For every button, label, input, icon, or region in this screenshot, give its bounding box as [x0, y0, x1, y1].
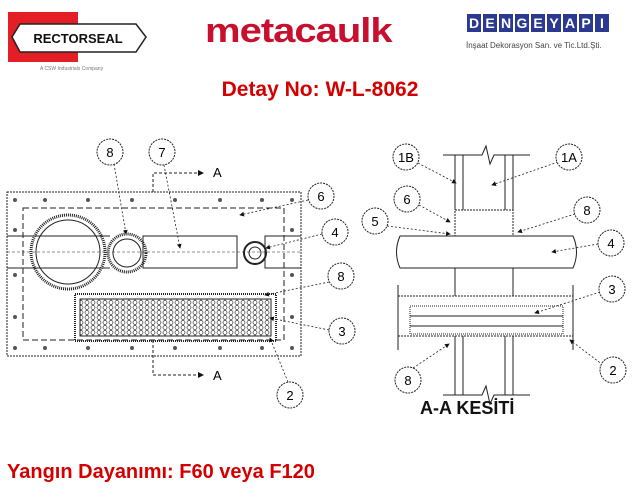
- logo-letter: P: [579, 14, 593, 32]
- callout-3: 3: [608, 282, 615, 297]
- logo-letter: E: [531, 14, 545, 32]
- rectorseal-tagline: A CSW Industrials Company: [40, 66, 104, 72]
- metacaulk-logo: metacaulk: [205, 12, 393, 50]
- section-mark-a-bottom: A: [213, 368, 222, 383]
- fire-rating: Yangın Dayanımı: F60 veya F120: [7, 461, 315, 483]
- callout-2: 2: [609, 363, 616, 378]
- callout-8: 8: [583, 203, 590, 218]
- section-mark-a-top: A: [213, 165, 222, 180]
- section-view: [386, 144, 604, 406]
- section-title: A-A KESİTİ: [420, 398, 515, 418]
- callout-2: 2: [286, 388, 293, 403]
- detail-number-title: Detay No: W-L-8062: [221, 78, 419, 101]
- rectorseal-wordmark: RECTORSEAL: [33, 31, 122, 46]
- logo-letter: A: [563, 14, 577, 32]
- callout-8: 8: [106, 145, 113, 160]
- callout-8: 8: [337, 269, 344, 284]
- callout-5: 5: [371, 214, 378, 229]
- logo-letter: N: [499, 14, 513, 32]
- callout-7: 7: [158, 145, 165, 160]
- logo-letter: Y: [547, 14, 561, 32]
- callout-6: 6: [403, 192, 410, 207]
- dengeyapi-tagline: İnşaat Dekorasyon San. ve Tic.Ltd.Şti.: [466, 41, 602, 50]
- logo-letter: E: [483, 14, 497, 32]
- section-callouts: 1B 1A 6 5 8 4 3 2 8: [361, 143, 627, 394]
- plan-view: [6, 163, 330, 383]
- dengeyapi-logo: D E N G E Y A P I: [467, 14, 609, 32]
- callout-6: 6: [317, 189, 324, 204]
- logo-letter: D: [467, 14, 481, 32]
- callout-1b: 1B: [398, 150, 414, 165]
- callout-3: 3: [338, 324, 345, 339]
- rectorseal-logo: RECTORSEAL: [8, 12, 148, 62]
- callout-4: 4: [331, 225, 338, 240]
- callout-1a: 1A: [561, 150, 577, 165]
- callout-4: 4: [607, 236, 614, 251]
- plan-callouts: A A 8 7 6 4 8 3 2: [96, 138, 356, 409]
- logo-letter: I: [595, 14, 609, 32]
- callout-8: 8: [404, 373, 411, 388]
- logo-letter: G: [515, 14, 529, 32]
